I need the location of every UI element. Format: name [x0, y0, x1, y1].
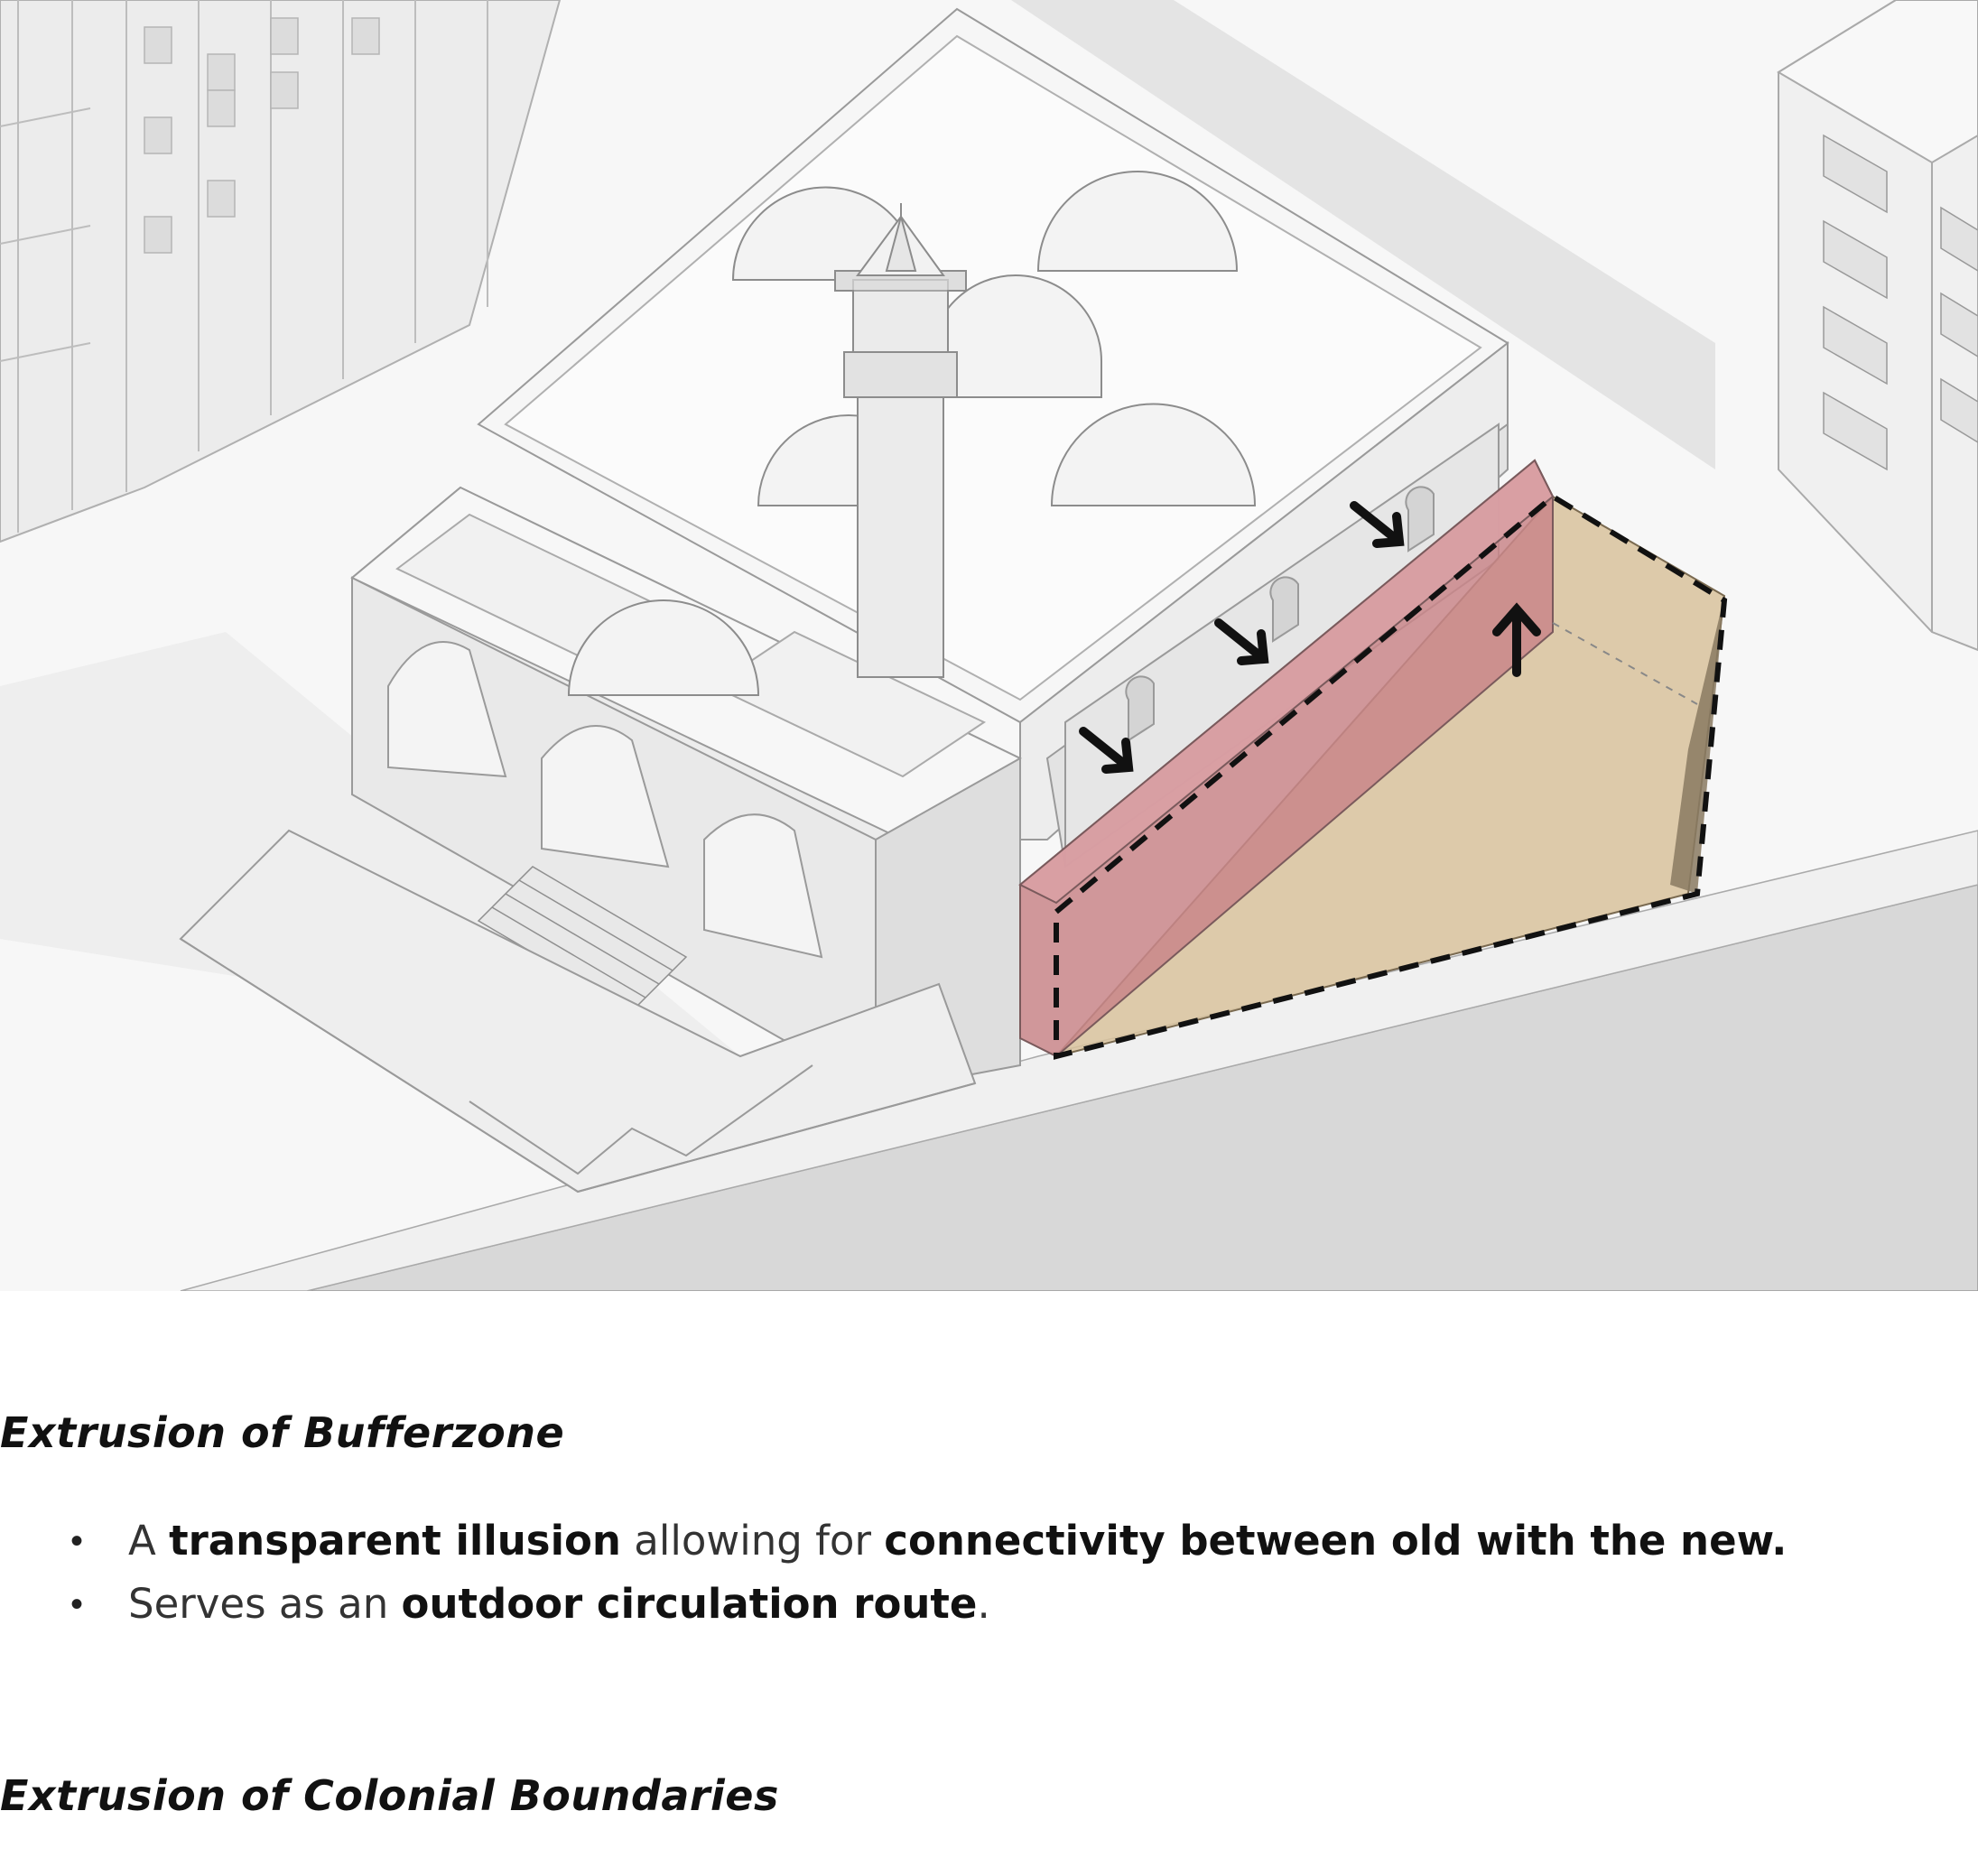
section-title-bufferzone: Extrusion of Bufferzone [0, 1408, 564, 1457]
bullet-text-bold: transparent illusion [169, 1517, 621, 1565]
bullet-list-bufferzone: • A transparent illusion allowing for con… [70, 1509, 1787, 1636]
bullet-dot-icon: • [70, 1509, 83, 1573]
bullet-text: allowing for [621, 1517, 884, 1565]
bullet-text-bold: connectivity between old with the new. [884, 1517, 1787, 1565]
axonometric-diagram [0, 0, 1978, 1291]
bullet-item: • A transparent illusion allowing for con… [70, 1509, 1787, 1573]
bullet-dot-icon: • [70, 1573, 83, 1636]
bullet-text: . [977, 1580, 989, 1628]
bullet-text: A [128, 1517, 169, 1565]
section-title-colonial-boundaries: Extrusion of Colonial Boundaries [0, 1771, 779, 1820]
bullet-text-bold: outdoor circulation route [402, 1580, 978, 1628]
bullet-item: • Serves as an outdoor circulation route. [70, 1573, 1787, 1636]
bullet-text: Serves as an [128, 1580, 402, 1628]
